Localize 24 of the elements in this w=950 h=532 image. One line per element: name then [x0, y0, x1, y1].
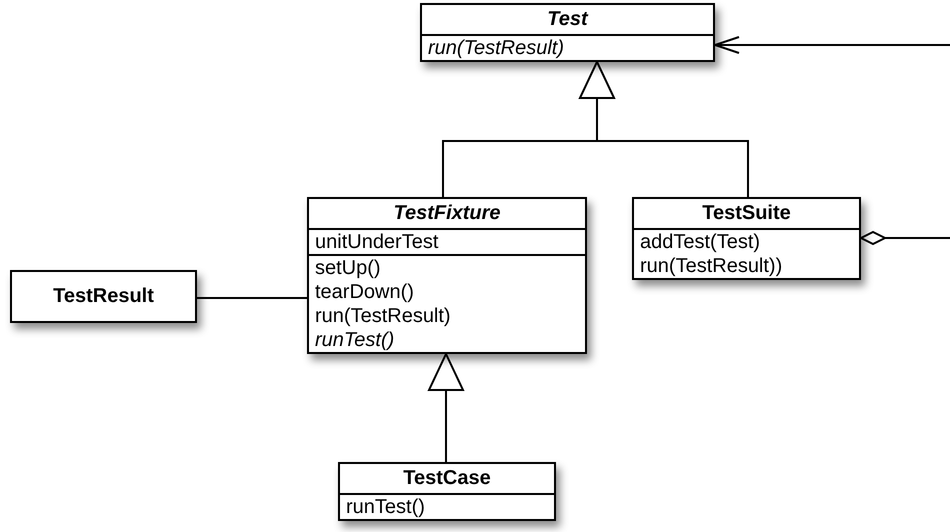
inheritance-arrow [428, 353, 464, 462]
association-arrow [714, 36, 950, 54]
class-name: Test [546, 7, 590, 32]
class-box [632, 197, 861, 280]
method: runTest() [340, 493, 554, 519]
inheritance-arrow [579, 61, 749, 197]
attribute: unitUnderTest [309, 228, 585, 254]
class-name: TestFixture [392, 201, 502, 226]
class-name: TestSuite [701, 201, 792, 226]
method: runTest() [314, 328, 396, 352]
method: setUp() [309, 254, 585, 280]
class-name: TestCase [402, 466, 492, 491]
class-name: TestResult [52, 284, 155, 309]
class-box [338, 462, 556, 521]
method: addTest(Test) [634, 228, 859, 254]
class-box [420, 3, 715, 62]
method: tearDown() [314, 280, 415, 304]
class-box [307, 197, 587, 354]
method: run(TestResult) [314, 304, 452, 328]
aggregation-line [860, 231, 950, 245]
class-box [10, 270, 197, 323]
method: run(TestResult)) [639, 254, 784, 278]
association-line [197, 297, 307, 299]
method: run(TestResult) [422, 34, 713, 60]
